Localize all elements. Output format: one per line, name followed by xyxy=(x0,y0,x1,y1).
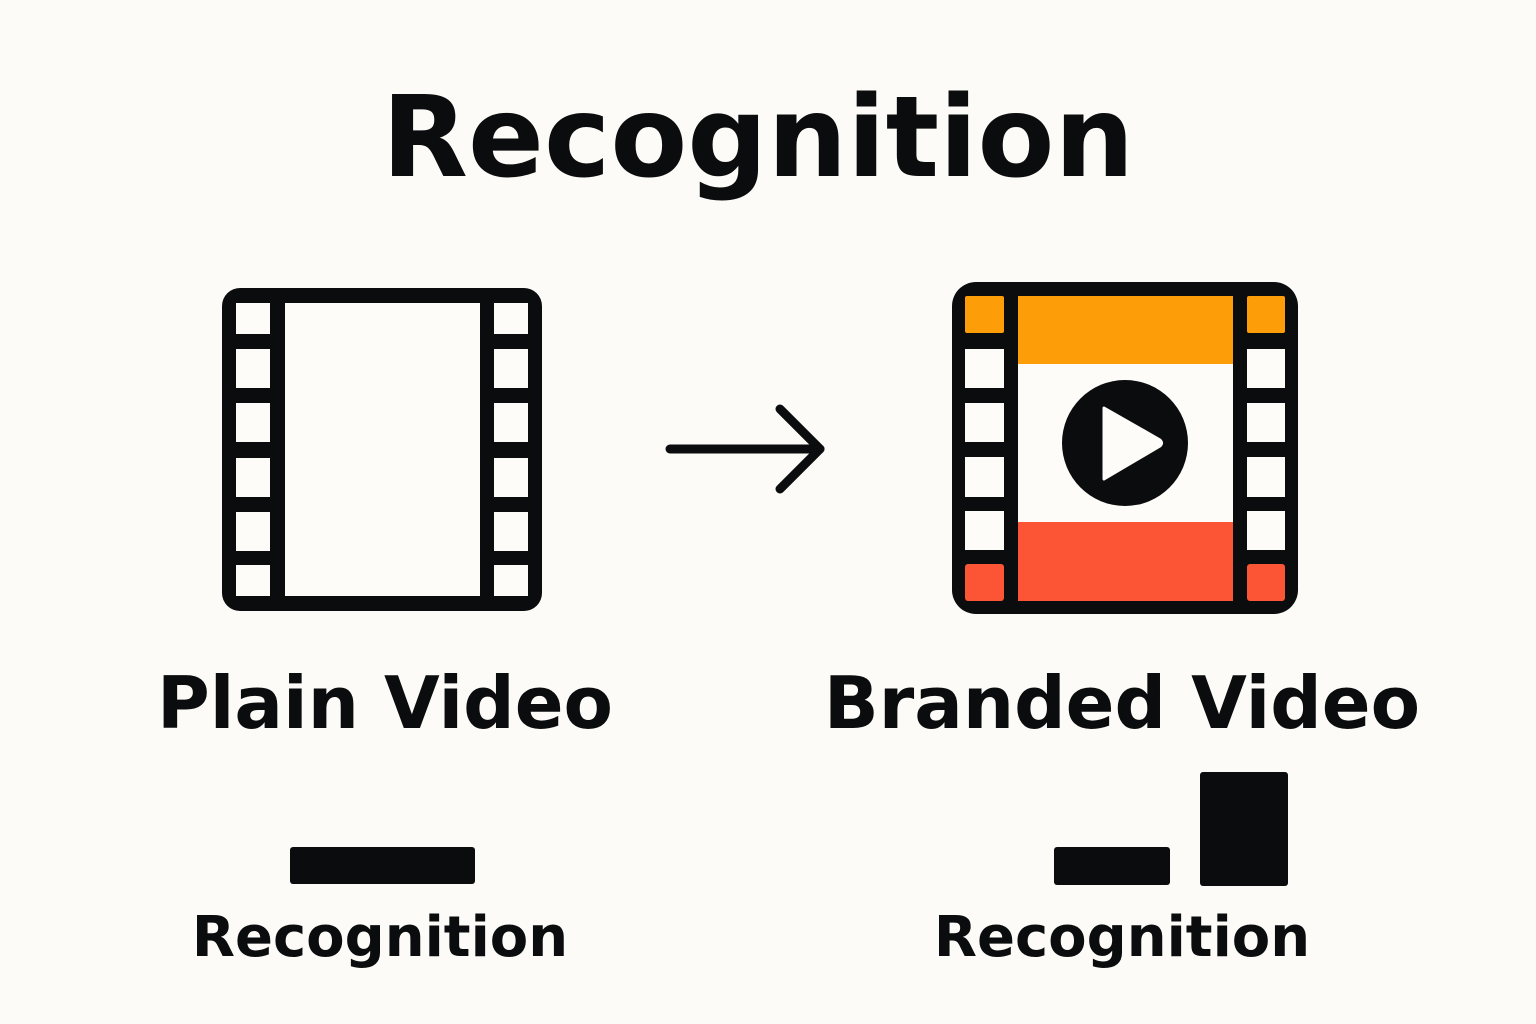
plain-video-label: Plain Video xyxy=(157,661,613,745)
branded-film-strip-icon xyxy=(952,282,1298,614)
plain-recognition-bar xyxy=(290,847,475,884)
main-title: Recognition xyxy=(382,73,1134,203)
plain-recognition-caption: Recognition xyxy=(192,905,568,970)
film-strip-icon xyxy=(222,288,542,611)
play-icon xyxy=(1062,380,1188,506)
arrow-right-icon xyxy=(665,404,825,494)
branded-recognition-bar-tall xyxy=(1200,772,1288,886)
branded-video-label: Branded Video xyxy=(824,661,1420,745)
branded-recognition-caption: Recognition xyxy=(934,905,1310,970)
branded-recognition-bar-short xyxy=(1054,847,1170,885)
